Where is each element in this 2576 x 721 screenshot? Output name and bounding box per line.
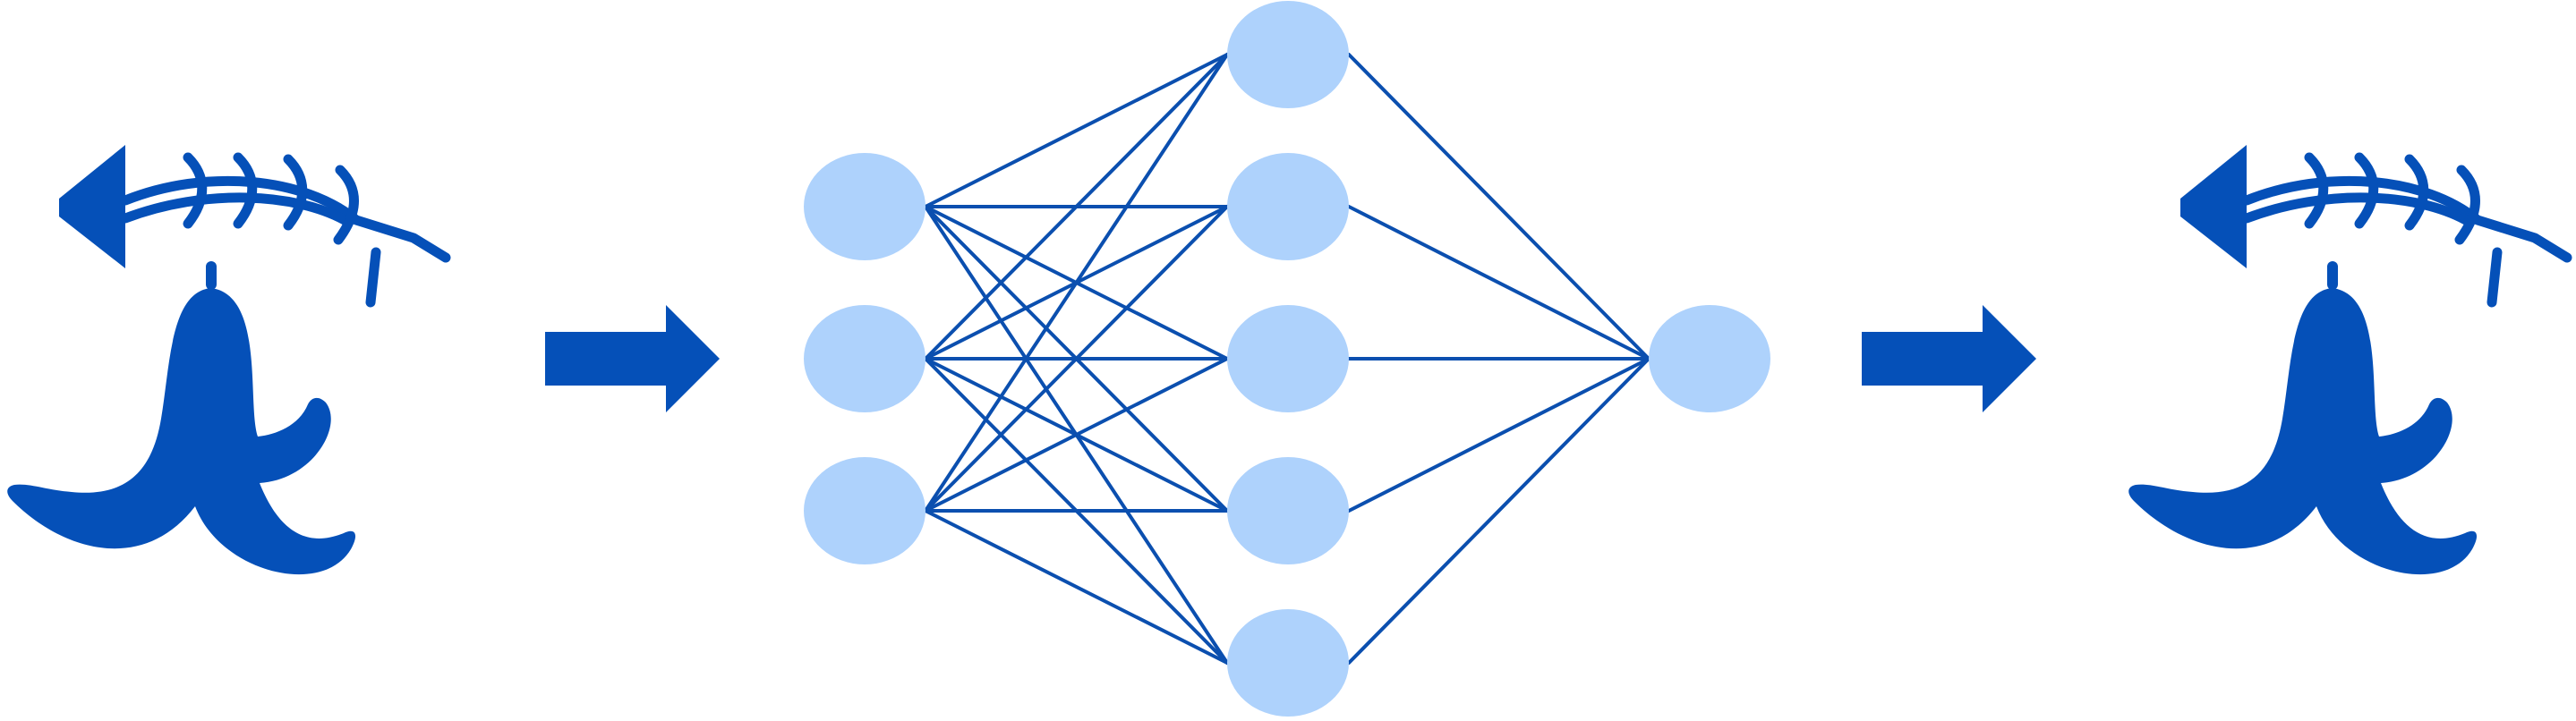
edge-l0-2-to-1 <box>924 205 1229 513</box>
node-layer0-1 <box>804 305 925 412</box>
edge-l0-2-to-0 <box>924 53 1229 513</box>
left-gesture-glyph <box>7 145 446 574</box>
edge-l1-3-to-0 <box>1347 357 1651 513</box>
edge-l1-0-to-0 <box>1347 53 1651 360</box>
node-layer1-2 <box>1227 305 1349 412</box>
node-layer1-0 <box>1227 1 1349 108</box>
edge-l1-4-to-0 <box>1347 357 1651 665</box>
gesture-glyph-icon <box>2128 145 2567 574</box>
arrow-right-icon <box>1862 305 2036 412</box>
edge-l0-2-to-2 <box>924 357 1229 513</box>
node-layer2-0 <box>1649 305 1770 412</box>
node-layer1-4 <box>1227 609 1349 717</box>
edge-l0-1-to-0 <box>924 53 1229 360</box>
right-gesture-glyph <box>2128 145 2567 574</box>
edge-l1-1-to-0 <box>1347 205 1651 360</box>
edge-l0-2-to-4 <box>924 509 1229 665</box>
edge-l0-0-to-0 <box>924 53 1229 208</box>
node-layer1-1 <box>1227 153 1349 260</box>
node-layer0-0 <box>804 153 925 260</box>
network-nodes <box>804 1 1770 717</box>
node-layer1-3 <box>1227 457 1349 564</box>
network-edges <box>924 53 1651 665</box>
node-layer0-2 <box>804 457 925 564</box>
gesture-glyph-icon <box>7 145 446 574</box>
arrow-right-icon <box>545 305 720 412</box>
